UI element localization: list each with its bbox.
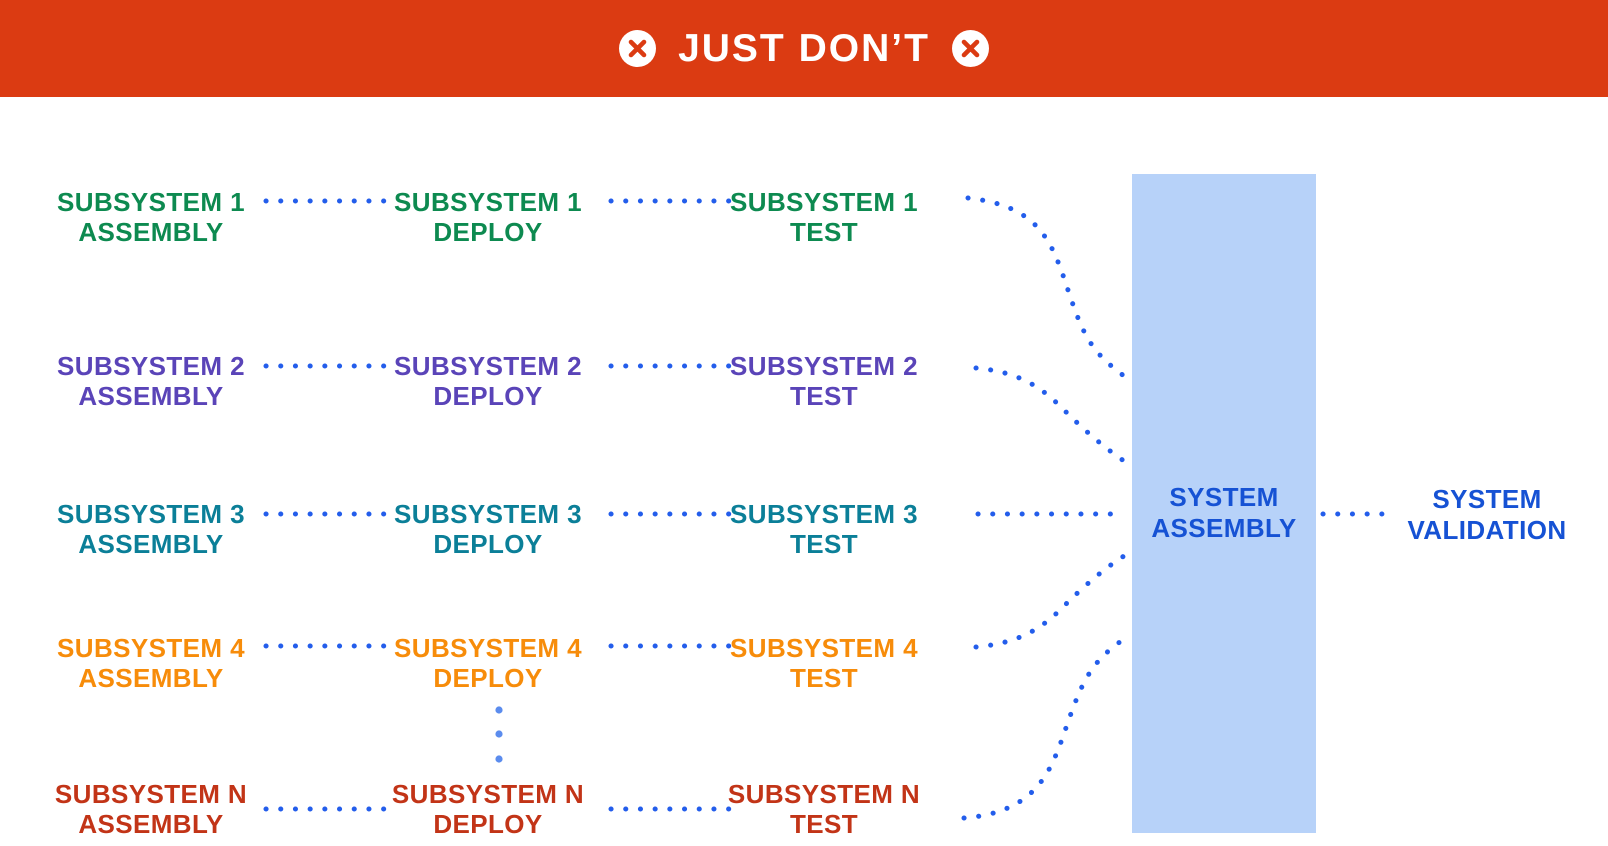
subsystem-1-deploy-label: SUBSYSTEM 1 DEPLOY xyxy=(394,187,582,247)
connector-row1-test-system xyxy=(965,195,1127,379)
subsystem-4-deploy-label: SUBSYSTEM 4 DEPLOY xyxy=(394,633,582,693)
subsystem-4-test-label: SUBSYSTEM 4 TEST xyxy=(730,633,918,693)
subsystem-3-test-label: SUBSYSTEM 3 TEST xyxy=(730,499,918,559)
system-validation-label: SYSTEM VALIDATION xyxy=(1407,484,1567,545)
banner: JUST DON’T xyxy=(0,0,1608,97)
subsystem-2-deploy-label: SUBSYSTEM 2 DEPLOY xyxy=(394,351,582,411)
subsystem-3-assembly-label: SUBSYSTEM 3 ASSEMBLY xyxy=(57,499,245,559)
connector-rowN-test-system xyxy=(961,636,1127,821)
circle-x-icon xyxy=(619,30,657,67)
circle-x-icon xyxy=(951,30,989,67)
subsystem-n-test-label: SUBSYSTEM N TEST xyxy=(727,779,921,839)
system-assembly-box: SYSTEM ASSEMBLY xyxy=(1132,174,1316,833)
subsystem-2-test-label: SUBSYSTEM 2 TEST xyxy=(730,351,918,411)
subsystem-2-assembly-label: SUBSYSTEM 2 ASSEMBLY xyxy=(57,351,245,411)
connector-row4-test-system xyxy=(973,553,1127,650)
subsystem-4-assembly-label: SUBSYSTEM 4 ASSEMBLY xyxy=(57,633,245,693)
connector-row2-test-system xyxy=(973,365,1127,464)
subsystem-1-assembly-label: SUBSYSTEM 1 ASSEMBLY xyxy=(57,187,245,247)
subsystem-3-deploy-label: SUBSYSTEM 3 DEPLOY xyxy=(394,499,582,559)
banner-title: JUST DON’T xyxy=(678,26,930,70)
rows-ellipsis-dots xyxy=(495,706,503,763)
subsystem-n-deploy-label: SUBSYSTEM N DEPLOY xyxy=(391,779,585,839)
subsystem-n-assembly-label: SUBSYSTEM N ASSEMBLY xyxy=(54,779,248,839)
subsystem-1-test-label: SUBSYSTEM 1 TEST xyxy=(730,187,918,247)
system-assembly-label: SYSTEM ASSEMBLY xyxy=(1151,482,1297,543)
